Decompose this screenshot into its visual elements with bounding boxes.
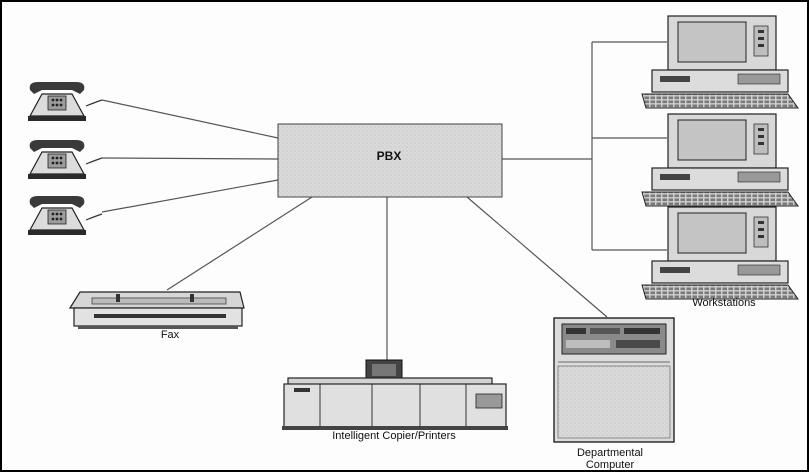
telephone-icon [28, 82, 102, 121]
link-fax [167, 197, 312, 290]
telephone-icon [28, 196, 102, 235]
link-dept-computer [467, 197, 607, 317]
workstation-icon [642, 16, 798, 108]
fax-label: Fax [135, 329, 205, 342]
departmental-computer-icon [554, 318, 674, 442]
link-phone-1 [102, 100, 278, 138]
link-phone-2 [102, 158, 278, 159]
link-phone-3 [102, 180, 278, 212]
departmental-computer-label: Departmental Computer [550, 447, 670, 471]
fax-machine-icon [70, 292, 244, 329]
workstations-label: Workstations [654, 297, 794, 310]
workstation-icon [642, 114, 798, 206]
workstation-icon [642, 207, 798, 299]
telephone-icon [28, 140, 102, 179]
pbx-label: PBX [277, 149, 501, 163]
copier-printer-icon [282, 360, 508, 430]
copier-label: Intelligent Copier/Printers [274, 430, 514, 443]
